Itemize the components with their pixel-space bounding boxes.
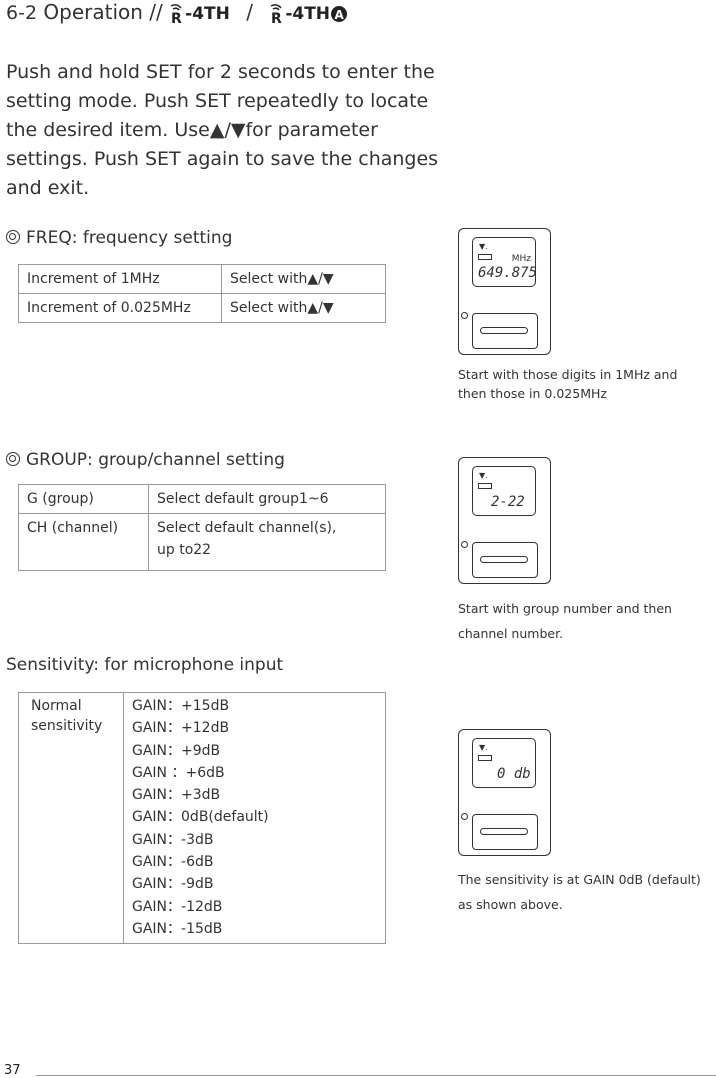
gain-option: GAIN：-6dB — [132, 854, 214, 871]
gain-option: GAIN：+15dB — [132, 698, 230, 714]
brand-mark-icon: R — [270, 3, 282, 27]
freq-table: Increment of 1MHz Select with▲/▼ Increme… — [18, 264, 386, 323]
model-logo-b: R -4TH A — [269, 3, 348, 27]
led-indicator-icon — [461, 541, 468, 548]
gain-list: GAIN：+15dB GAIN：+12dB GAIN：+9dB GAIN ：+6… — [123, 691, 386, 945]
table-row: Increment of 0.025MHz Select with▲/▼ — [18, 293, 386, 323]
cell-line: up to22 — [157, 542, 212, 558]
table-cell: Select with▲/▼ — [221, 264, 386, 294]
lcd-unit: MHz — [511, 254, 531, 264]
lcd-display: ▼. 0 db — [472, 738, 536, 788]
section-number: 6-2 — [6, 2, 38, 24]
battery-icon — [478, 755, 492, 761]
lcd-reading: 0 db — [497, 766, 531, 782]
footer-divider — [36, 1075, 716, 1076]
table-cell: Select default channel(s), up to22 — [148, 513, 386, 571]
double-circle-bullet-icon — [6, 452, 20, 466]
signal-antenna-icon: ▼. — [479, 242, 488, 251]
svg-text:R: R — [271, 11, 282, 24]
table-cell: Normal sensitivity — [18, 691, 124, 945]
model-b-text: -4TH — [285, 3, 331, 24]
signal-antenna-icon: ▼. — [479, 471, 488, 480]
battery-icon — [478, 483, 492, 489]
caption-line: as shown above. — [458, 897, 563, 912]
section-title: Operation // — [43, 0, 163, 24]
sensitivity-section-title: Sensitivity: for microphone input — [6, 655, 284, 675]
battery-slot-icon — [472, 542, 538, 578]
caption-line: Start with group number and then — [458, 601, 672, 616]
table-cell: Select with▲/▼ — [221, 293, 386, 323]
intro-paragraph: Push and hold SET for 2 seconds to enter… — [6, 61, 439, 199]
svg-text:A: A — [335, 8, 345, 22]
table-row: CH (channel) Select default channel(s), … — [18, 513, 386, 571]
heading-separator: / — [246, 0, 253, 24]
battery-slot-icon — [472, 814, 538, 850]
gain-option: GAIN：+9dB — [132, 742, 221, 759]
group-title-text: GROUP: group/channel setting — [26, 450, 285, 470]
signal-antenna-icon: ▼. — [479, 743, 488, 752]
page-number: 37 — [4, 1063, 21, 1078]
group-table: G (group) Select default group1~6 CH (ch… — [18, 484, 386, 571]
lcd-display: ▼. MHz 649.875 — [472, 237, 538, 287]
table-row: Increment of 1MHz Select with▲/▼ — [18, 264, 386, 294]
lcd-reading: 2-22 — [491, 494, 525, 510]
gain-option: GAIN：+3dB — [132, 787, 221, 804]
table-row: G (group) Select default group1~6 — [18, 484, 386, 514]
gain-option: GAIN ：+6dB — [132, 764, 225, 781]
svg-text:R: R — [171, 11, 182, 24]
gain-option: GAIN：-15dB — [132, 920, 223, 937]
page-heading: 6-2 Operation // R -4TH / R -4TH A — [6, 0, 348, 27]
battery-slot-icon — [472, 313, 538, 349]
gain-option: GAIN：-3dB — [132, 831, 214, 848]
led-indicator-icon — [461, 312, 468, 319]
table-cell: Increment of 0.025MHz — [18, 293, 222, 323]
receiver-illustration-sensitivity: ▼. 0 db — [458, 729, 551, 856]
lcd-reading: 649.875 — [478, 265, 538, 281]
brand-mark-icon: R — [170, 3, 182, 27]
receiver-illustration-freq: ▼. MHz 649.875 — [458, 228, 551, 355]
led-indicator-icon — [461, 813, 468, 820]
gain-option: GAIN：0dB(default) — [132, 809, 269, 826]
freq-title-text: FREQ: frequency setting — [26, 228, 233, 248]
table-cell: Select default group1~6 — [148, 484, 386, 514]
sensitivity-table: Normal sensitivity GAIN：+15dB GAIN：+12dB… — [18, 691, 386, 945]
table-cell: Increment of 1MHz — [18, 264, 222, 294]
cell-line: Select default channel(s), — [157, 520, 337, 536]
caption-line: Start with those digits in 1MHz and — [458, 367, 678, 382]
gain-option: GAIN：+12dB — [132, 720, 230, 737]
sensitivity-caption: The sensitivity is at GAIN 0dB (default)… — [458, 867, 701, 917]
battery-icon — [478, 254, 492, 260]
freq-section-title: FREQ: frequency setting — [6, 228, 232, 248]
caption-line: then those in 0.025MHz — [458, 386, 607, 401]
cell-line: Normal — [31, 698, 82, 714]
model-a-text: -4TH — [185, 3, 230, 24]
circle-a-icon: A — [331, 5, 348, 22]
receiver-illustration-group: ▼. 2-22 — [458, 457, 551, 584]
gain-option: GAIN：-9dB — [132, 876, 214, 893]
table-cell: G (group) — [18, 484, 149, 514]
double-circle-bullet-icon — [6, 230, 20, 244]
group-section-title: GROUP: group/channel setting — [6, 450, 285, 470]
gain-option: GAIN：-12dB — [132, 898, 223, 915]
model-logo-a: R -4TH — [169, 3, 230, 27]
group-caption: Start with group number and then channel… — [458, 596, 672, 646]
table-row: Normal sensitivity GAIN：+15dB GAIN：+12dB… — [18, 691, 386, 945]
caption-line: channel number. — [458, 626, 564, 641]
cell-line: sensitivity — [31, 718, 103, 734]
freq-caption: Start with those digits in 1MHz and then… — [458, 365, 677, 403]
caption-line: The sensitivity is at GAIN 0dB (default) — [458, 872, 701, 887]
lcd-display: ▼. 2-22 — [472, 466, 536, 516]
table-cell: CH (channel) — [18, 513, 149, 571]
